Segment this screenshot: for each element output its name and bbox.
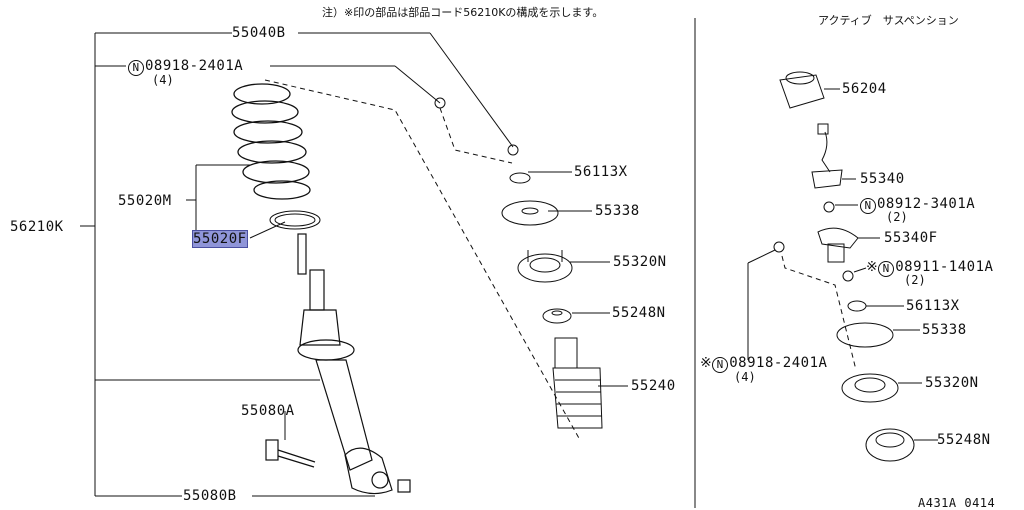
part-label-55340[interactable]: 55340 [860, 171, 905, 187]
qty-08912-3401a: (2) [886, 210, 908, 224]
part-label-56210k[interactable]: 56210K [10, 219, 64, 235]
part-label-55040b[interactable]: 55040B [232, 25, 286, 41]
part-label-55320n[interactable]: 55320N [613, 254, 667, 270]
part-label-56113x-active[interactable]: 56113X [906, 298, 960, 314]
part-label-55338[interactable]: 55338 [595, 203, 640, 219]
n-circle-icon: N [712, 357, 729, 373]
mount-55320n [517, 250, 573, 283]
qty-08918-2401a: (4) [152, 73, 174, 87]
part-label-56204[interactable]: 56204 [842, 81, 887, 97]
qty-08911-1401a: (2) [904, 273, 926, 287]
part-label-55240[interactable]: 55240 [631, 378, 676, 394]
bump-boot-55240 [552, 337, 603, 429]
n-circle-icon: N [860, 198, 876, 214]
bolt-55080a [265, 439, 316, 468]
part-label-55080a[interactable]: 55080A [241, 403, 295, 419]
part-label-55320n-active[interactable]: 55320N [925, 375, 979, 391]
part-label-55020m[interactable]: 55020M [118, 193, 172, 209]
part-label-55338-active[interactable]: 55338 [922, 322, 967, 338]
section-title: アクティブ サスペンション [818, 14, 959, 27]
part-label-55340f[interactable]: 55340F [884, 230, 938, 246]
part-label-56113x[interactable]: 56113X [574, 164, 628, 180]
part-label-55020f-highlighted[interactable]: 55020F [192, 230, 248, 248]
diagram-code: A431A 0414 [918, 496, 996, 510]
shock-absorber [297, 233, 411, 495]
coil-spring [231, 83, 311, 200]
qty-08918-2401a-active: (4) [734, 370, 756, 384]
part-label-55248n-active[interactable]: 55248N [937, 432, 991, 448]
part-label-55248n[interactable]: 55248N [612, 305, 666, 321]
active-suspension-parts [747, 71, 938, 462]
n-circle-icon: N [878, 261, 895, 277]
n-circle-icon: N [128, 60, 144, 76]
component-note: 注）※印の部品は部品コード56210Kの構成を示します。 [322, 6, 604, 19]
part-label-55080b[interactable]: 55080B [183, 488, 237, 504]
